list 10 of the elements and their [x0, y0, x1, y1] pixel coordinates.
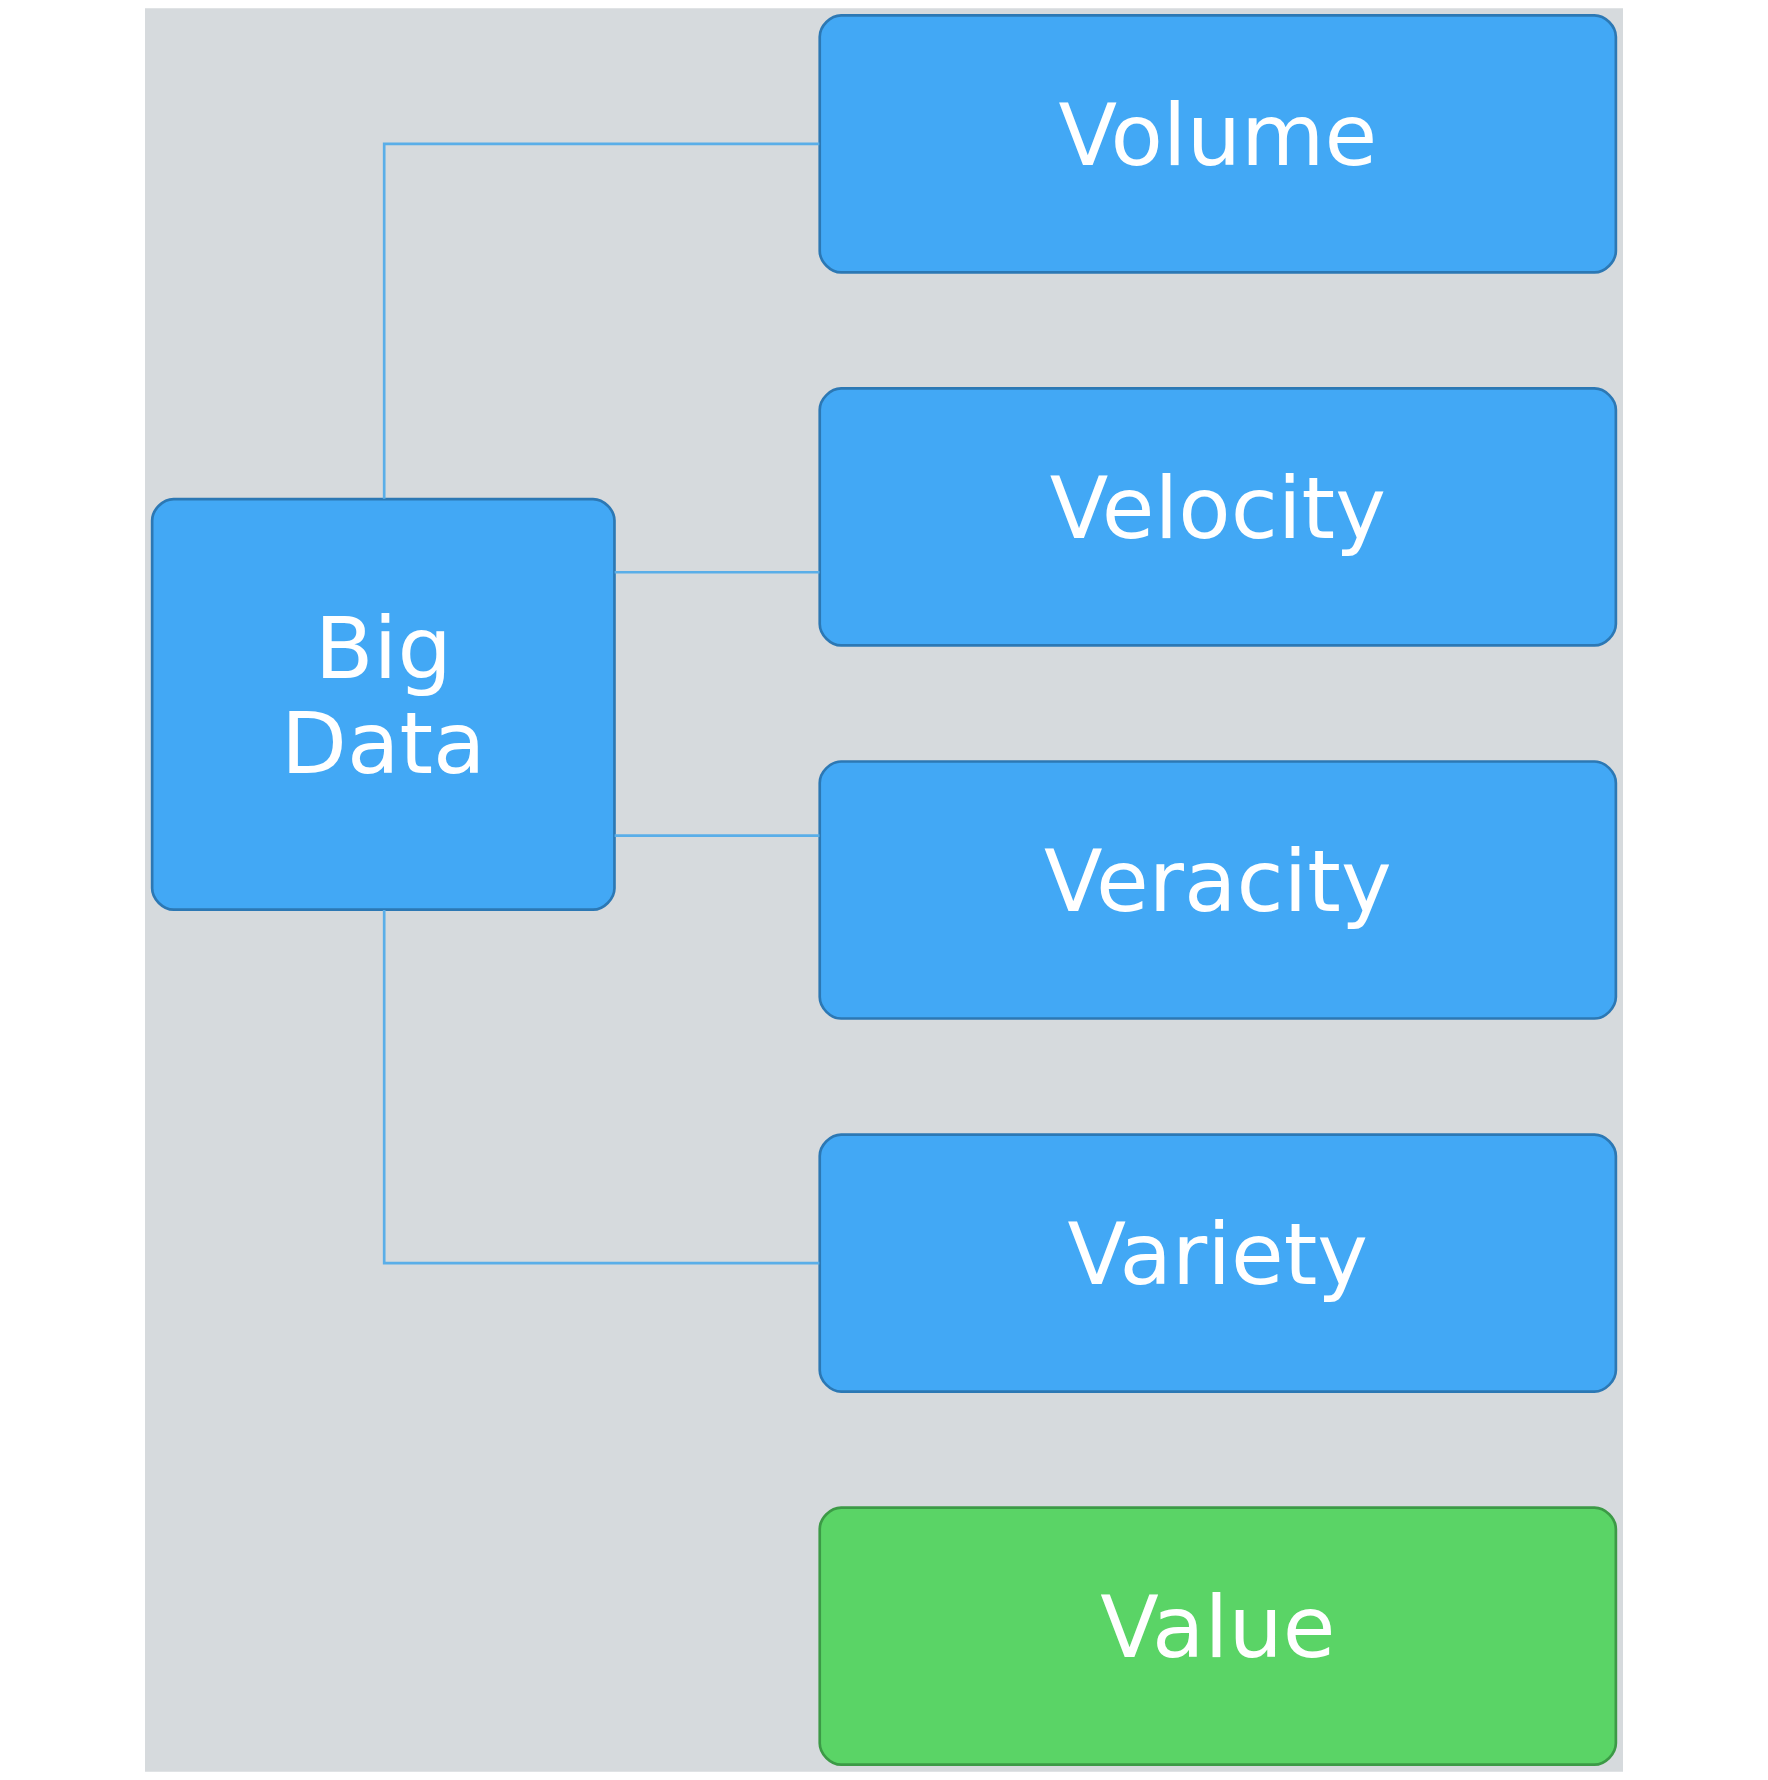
node-box: Variety [818, 1133, 1618, 1393]
node-box: Big Data [150, 497, 616, 911]
connector [614, 570, 820, 574]
node-box: Value [818, 1506, 1618, 1766]
connector [382, 910, 820, 1265]
connector [382, 142, 820, 499]
node-box: Velocity [818, 387, 1618, 647]
connector [614, 834, 820, 837]
node-box: Volume [818, 14, 1618, 274]
node-box: Veracity [818, 760, 1618, 1020]
